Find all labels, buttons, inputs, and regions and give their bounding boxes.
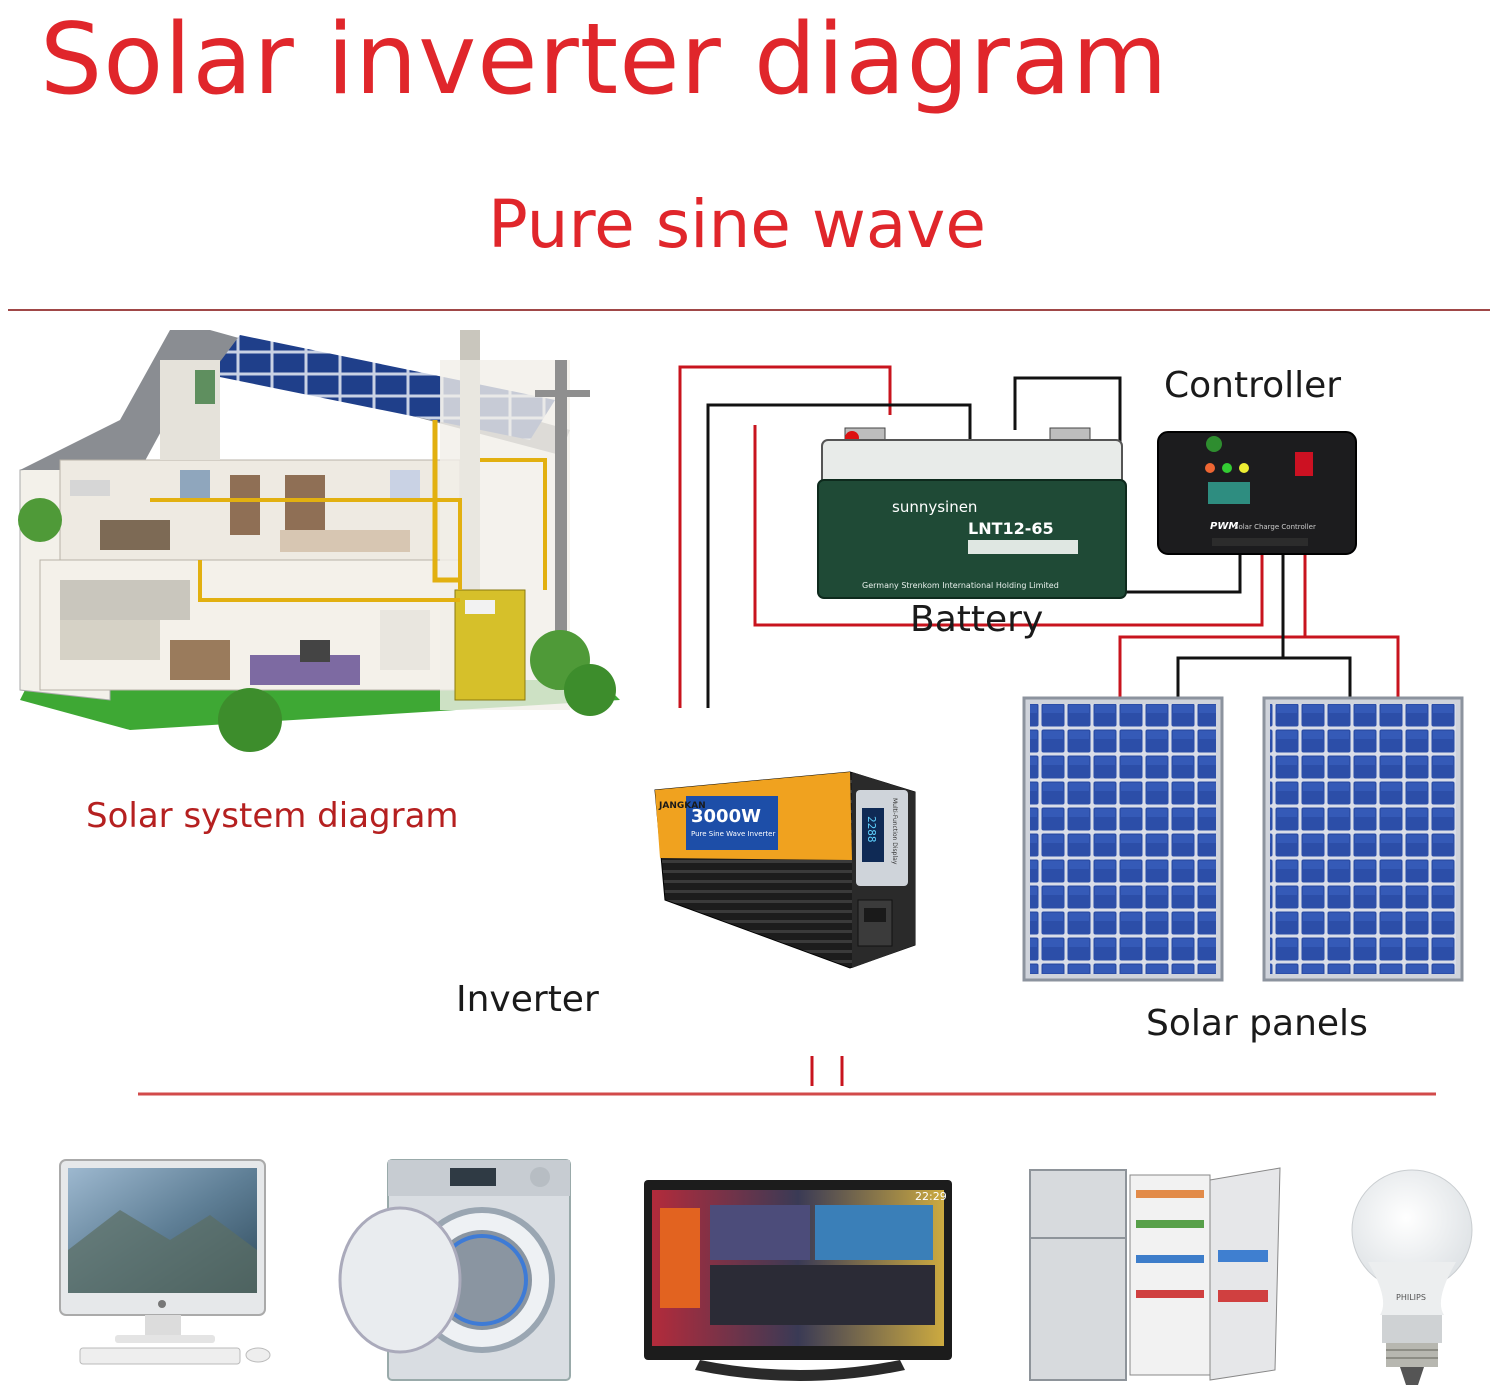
battery-brand-text: sunnysinen — [892, 498, 977, 516]
washing-machine — [338, 1159, 571, 1381]
controller-caption-text: Solar Charge Controller — [1234, 523, 1316, 531]
tv-clock-text: 22:29 — [915, 1190, 947, 1203]
computer-monitor — [59, 1159, 271, 1365]
inverter-power-text: 3000W — [691, 806, 761, 827]
house-roof — [20, 330, 570, 470]
system-wiring — [678, 365, 1400, 708]
charge-controller-device: PWM Solar Charge Controller — [1157, 431, 1357, 555]
inverter-brand-text: JANGKAN — [658, 801, 706, 811]
battery-maker-text: Germany Strenkom International Holding L… — [862, 581, 1059, 590]
bulb-brand-text: PHILIPS — [1396, 1293, 1426, 1302]
wire-inverter-negative — [706, 403, 972, 708]
solar-panel-right — [1262, 696, 1464, 982]
wire-battery-positive — [753, 425, 1264, 627]
light-bulb: PHILIPS — [1351, 1169, 1473, 1385]
house-illustration — [18, 330, 620, 752]
controller-label: Controller — [1164, 365, 1342, 406]
solar-panels-label: Solar panels — [1146, 1003, 1368, 1044]
television: 22:29 — [644, 1180, 952, 1381]
battery-label: Battery — [910, 599, 1044, 640]
solar-panel-left — [1022, 696, 1224, 982]
wire-panels-positive — [1118, 550, 1307, 698]
controller-brand-text: PWM — [1210, 521, 1238, 532]
wire-inverter-positive — [678, 365, 892, 708]
page-title: Solar inverter diagram — [40, 3, 1169, 117]
inverter-label: Inverter — [456, 979, 599, 1020]
battery-model-text: LNT12-65 — [968, 519, 1054, 538]
inverter-product-text: Pure Sine Wave Inverter — [691, 830, 775, 838]
battery-body — [817, 479, 1127, 599]
battery-device: sunnysinen LNT12-65 Germany Strenkom Int… — [817, 427, 1127, 599]
inverter-device: JANGKAN 3000W Pure Sine Wave Inverter 22… — [654, 771, 916, 969]
refrigerator — [1029, 1167, 1281, 1381]
inverter-side-text: Multi-Function Display — [891, 798, 898, 865]
solar-system-diagram-label: Solar system diagram — [86, 796, 459, 836]
utility-pole — [555, 360, 567, 690]
inverter-display-text: 2288 — [865, 816, 878, 843]
page-subtitle: Pure sine wave — [488, 186, 986, 263]
wire-panels-negative — [1176, 550, 1285, 698]
